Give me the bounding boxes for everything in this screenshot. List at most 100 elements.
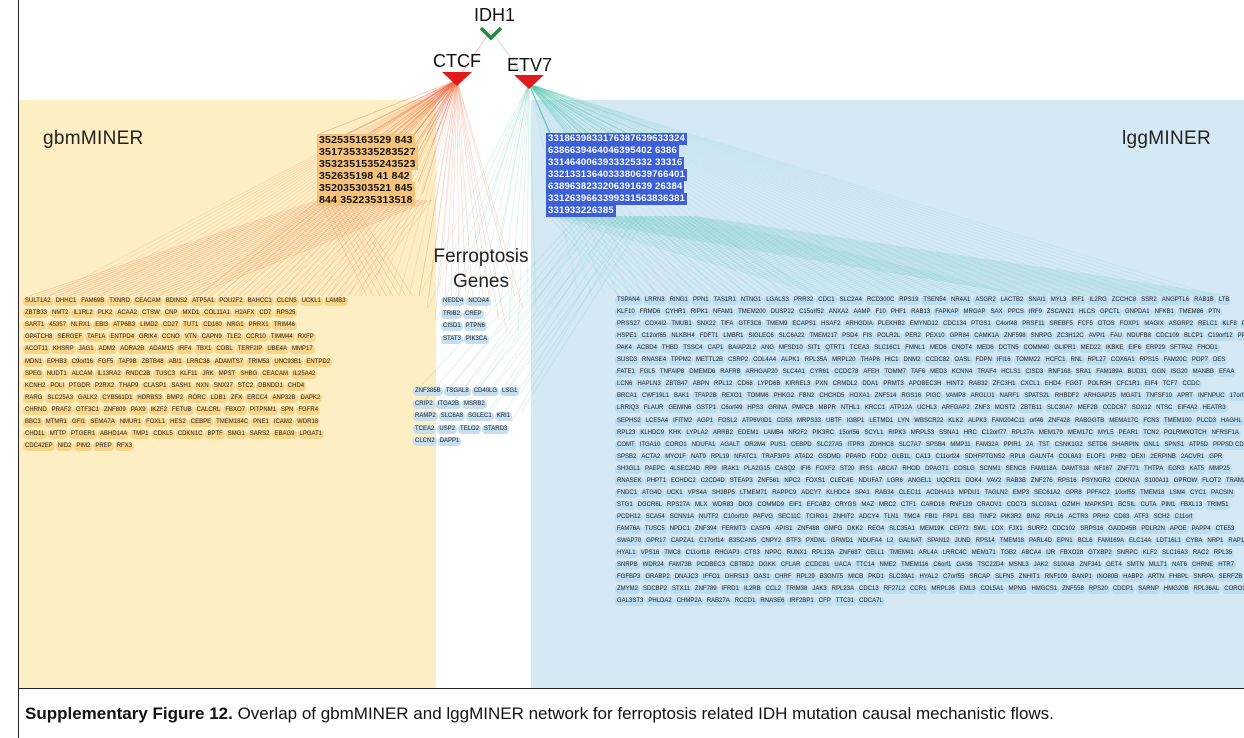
gene-node: HSPE1 [615,332,639,342]
gene-node: CHD4 [285,381,307,391]
gene-node: ALPK3 [965,416,989,426]
gene-node: ATG4D [640,488,664,498]
gene-node: USP2 [437,424,458,434]
gene-node: CISD3 [1023,368,1046,378]
gene-node: PPCS [1005,308,1026,318]
network-edge [528,83,1022,297]
network-edge [442,215,596,437]
gene-node: NR4A1 [948,296,973,305]
gene-node: ZNHIT1 [1016,573,1042,583]
gene-node: BCSIL [1116,500,1138,510]
network-edge [633,215,737,297]
gene-node: UBTF [824,416,844,426]
gene-node: CSNK1G2 [1052,440,1085,450]
network-edge [618,215,923,297]
gene-node: NRG1 [224,321,246,331]
gene-node: PPARD [843,452,868,462]
idh1-node-marker [479,26,503,41]
network-edge [436,83,530,321]
gene-node: WDR83 [710,500,736,510]
gene-node: S100A8 [1051,561,1077,571]
gene-node: ABHD14A [98,430,130,440]
network-edge [578,215,868,297]
gene-node: CAPZA1 [668,537,697,546]
gene-node: ZNF428 [1046,416,1072,426]
network-edge [528,83,944,297]
gene-node: GRABP2 [643,573,672,583]
gene-node: MMP25 [1207,464,1232,474]
network-edge [528,83,970,297]
gene-node: PCDH12 [615,512,643,522]
gene-node: LIMD2 [138,321,160,331]
gene-node: EBI3 [93,321,111,331]
gene-node: DPAGT1 [923,464,951,474]
gene-node: FGGT [1063,380,1085,390]
gene-node: IKZF2 [148,405,169,415]
gene-node: GALNAT [896,537,925,546]
gene-node: TOMM22 [1013,356,1043,366]
gene-node: GPCTL [1097,308,1122,318]
network-edge [78,79,458,297]
gene-node: EBAG9 [272,430,297,440]
network-edge [528,83,1061,297]
network-edge [408,79,458,159]
gene-node: DGKK [756,561,778,571]
gene-node: ERCC4 [245,393,270,403]
gene-node: MDN1 [23,357,45,367]
network-edge [603,215,1109,297]
gene-node: UBE4A [265,345,290,355]
gene-node: NDUFA7 [856,476,885,486]
network-edge [418,79,458,297]
gene-node: C15orf52 [797,308,826,318]
gene-node: ZBTB33 [23,309,50,319]
network-edge [593,215,682,297]
gene-node: SPSB4 [924,440,948,450]
network-edge [118,79,458,297]
gene-node: SLC6A22 [776,332,807,342]
gene-node: NCOA4 [466,297,492,306]
gene-node: SNRPC [1114,549,1140,559]
gene-node: ARHGAP20 [743,368,780,378]
network-edge [558,215,840,297]
gene-node: KLHDC9 [638,428,667,438]
network-edge [323,199,374,297]
gene-node: FLAUR [641,404,666,414]
gene-node: TSGAL8 [443,387,471,396]
gene-node: FAM20C [1161,356,1189,366]
gene-node: PDLR2N [1139,524,1167,534]
network-edge [678,215,1006,297]
gene-node: JAK3 [810,585,829,595]
gene-node: RABGGTB [1072,416,1107,426]
gene-node: SCA54 [643,512,667,522]
gene-node: SLC39A1 [886,573,917,583]
gene-node: EHD4 [1042,380,1063,390]
gene-node: C19orf12 [1205,332,1235,342]
gene-node: ZMYM2 [615,585,640,595]
gene-node: GZMH [1060,500,1082,510]
gene-node: PIM1 [1159,500,1178,510]
gene-node: GEMIN6 [666,404,694,414]
gene-node: BAHCC1 [245,297,274,306]
gene-node: VAV2 [984,476,1004,486]
gene-node: RAB34 [872,488,896,498]
gene-node: CLEC11 [896,488,924,498]
gene-node: CLCN5 [274,297,299,306]
gene-node: BTF3 [784,537,803,546]
gene-node: TXNRD [107,297,132,306]
gene-node: TAS1R1 [711,296,738,305]
gene-node: ADAM15 [147,345,176,355]
gene-node: LYN [896,416,912,426]
gene-node: TRIM46 [271,321,297,331]
network-edge [528,83,1217,297]
gene-node: LCE5A4 [643,416,671,426]
gene-node: EML3 [957,585,978,595]
network-edge [490,83,530,297]
network-edge [48,199,333,297]
gene-node: TMEM86 [1177,308,1206,318]
gene-node: SH3BP5 [709,488,737,498]
network-edge [528,83,1139,297]
